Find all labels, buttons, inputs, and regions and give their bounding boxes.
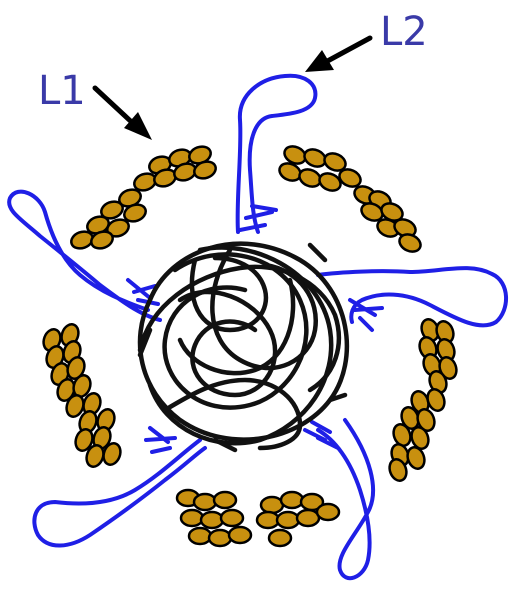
bead — [181, 510, 203, 526]
label-l2: L2 — [380, 9, 428, 55]
bead — [194, 494, 216, 510]
label-l1: L1 — [38, 68, 86, 114]
bead — [281, 492, 303, 508]
bead — [269, 530, 291, 546]
bead — [297, 510, 319, 526]
bead — [209, 530, 231, 546]
bead — [257, 512, 279, 528]
bead — [189, 528, 211, 544]
bead — [261, 497, 283, 513]
bead — [277, 512, 299, 528]
bead — [201, 512, 223, 528]
bead — [221, 510, 243, 526]
bead — [214, 492, 236, 508]
bead — [317, 504, 339, 520]
bead — [229, 527, 251, 543]
